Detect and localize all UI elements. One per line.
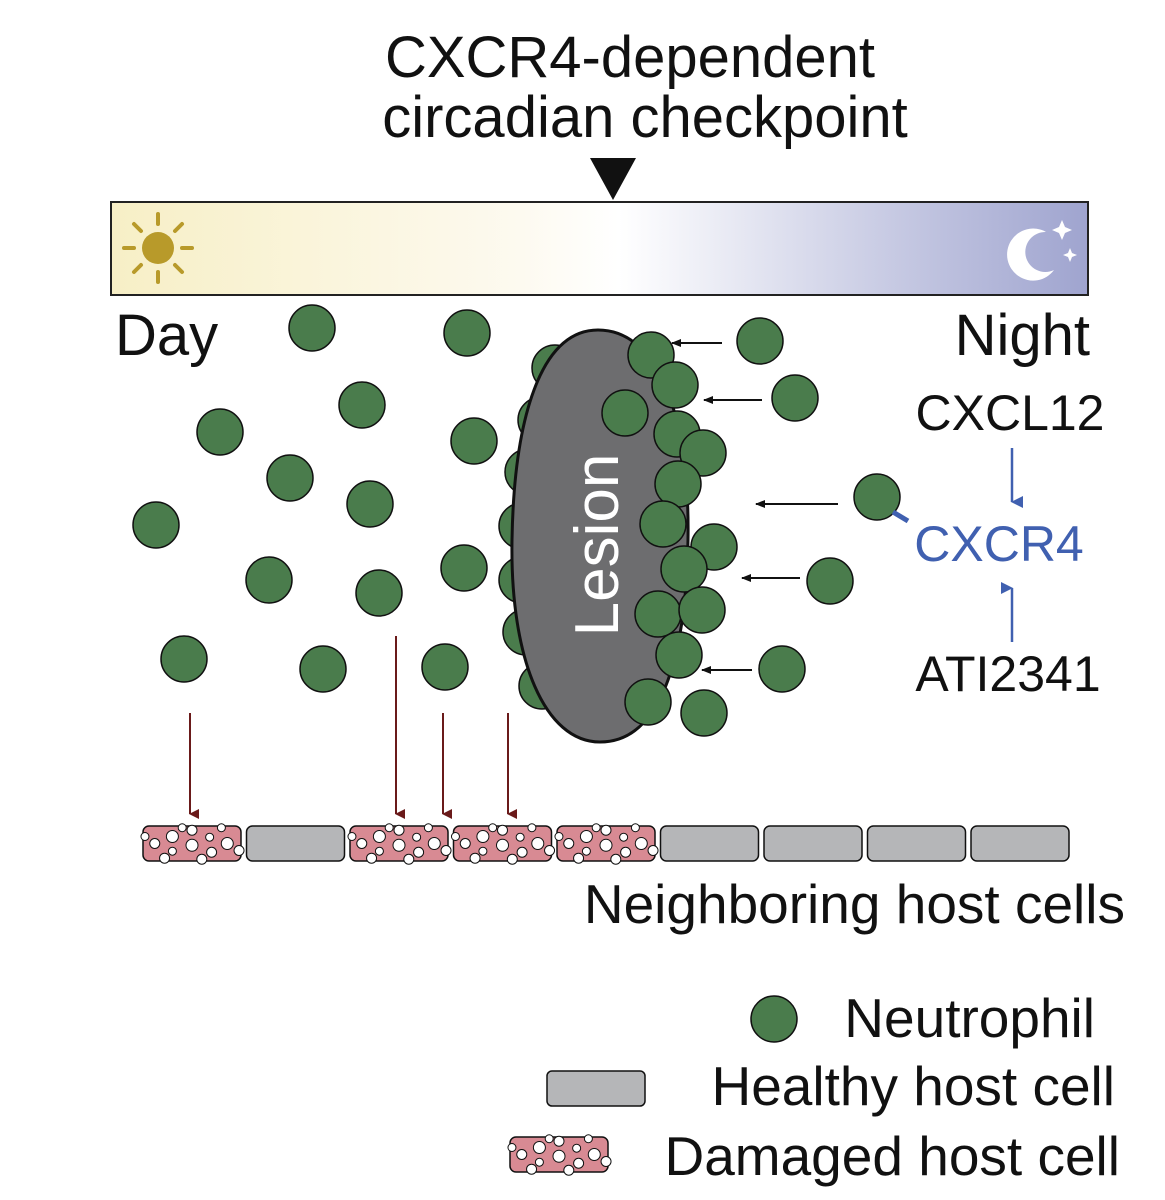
- neutrophil: [680, 689, 728, 737]
- neutrophil: [266, 454, 314, 502]
- legend: Neutrophil Healthy host cell Damaged hos…: [507, 987, 1120, 1187]
- title-line-2: circadian checkpoint: [382, 85, 908, 150]
- legend-neutrophil-label: Neutrophil: [844, 987, 1095, 1049]
- neutrophil: [355, 569, 403, 617]
- neutrophil: [450, 417, 498, 465]
- ati2341-label: ATI2341: [915, 646, 1100, 702]
- neutrophil: [758, 645, 806, 693]
- neutrophil: [624, 678, 672, 726]
- neutrophil: [601, 389, 649, 437]
- neutrophil: [440, 544, 488, 592]
- neutrophil: [288, 304, 336, 352]
- title-line-1: CXCR4-dependent: [385, 25, 875, 90]
- cxcr4-label: CXCR4: [914, 516, 1083, 572]
- damage-arrows: [189, 636, 517, 819]
- damaged-host-cell: [450, 823, 556, 865]
- day-label: Day: [115, 303, 218, 368]
- neutrophil: [299, 645, 347, 693]
- damaged-host-cell: [554, 823, 659, 865]
- legend-damaged-label: Damaged host cell: [664, 1125, 1120, 1187]
- damaged-host-cell: [140, 823, 245, 865]
- night-label: Night: [955, 303, 1090, 368]
- checkpoint-marker: [590, 158, 636, 200]
- healthy-host-cell: [866, 825, 967, 862]
- neutrophil: [651, 361, 699, 409]
- legend-neutrophil-swatch: [750, 995, 798, 1043]
- neutrophil: [655, 631, 703, 679]
- lesion-label: Lesion: [563, 454, 632, 637]
- neutrophil: [443, 309, 491, 357]
- signaling-pathway: CXCL12 CXCR4 ATI2341: [891, 385, 1105, 702]
- checkpoint-title: CXCR4-dependent circadian checkpoint: [382, 25, 908, 150]
- neutrophil: [634, 590, 682, 638]
- healthy-host-cell: [245, 825, 346, 862]
- neutrophils-group: [132, 304, 901, 737]
- neutrophil: [853, 473, 901, 521]
- healthy-host-cell: [659, 825, 760, 862]
- damaged-host-cell: [347, 823, 452, 865]
- neutrophil: [346, 480, 394, 528]
- neutrophil: [678, 586, 726, 634]
- receptor-link: [891, 509, 910, 524]
- neutrophil: [771, 374, 819, 422]
- cxcl12-label: CXCL12: [916, 385, 1105, 441]
- healthy-host-cell: [970, 825, 1070, 862]
- neutrophil: [421, 643, 469, 691]
- neutrophil: [639, 500, 687, 548]
- legend-damaged-swatch: [507, 1134, 612, 1176]
- healthy-host-cell: [763, 825, 863, 862]
- recruitment-arrows: [671, 339, 838, 674]
- host-cells-label: Neighboring host cells: [584, 873, 1125, 935]
- host-cells-row: [140, 823, 1070, 865]
- neutrophil: [132, 501, 180, 549]
- neutrophil: [654, 460, 702, 508]
- neutrophil: [160, 635, 208, 683]
- legend-healthy-swatch: [546, 1070, 646, 1107]
- neutrophil: [196, 408, 244, 456]
- legend-healthy-label: Healthy host cell: [711, 1055, 1115, 1117]
- neutrophil: [338, 381, 386, 429]
- sun-icon: [122, 212, 194, 284]
- damaged-host-cell: [507, 1134, 612, 1176]
- neutrophil: [660, 545, 708, 593]
- neutrophil: [245, 556, 293, 604]
- moon-stars-icon: [1007, 220, 1077, 281]
- day-night-bar: [110, 201, 1089, 296]
- neutrophil: [806, 557, 854, 605]
- neutrophil: [736, 317, 784, 365]
